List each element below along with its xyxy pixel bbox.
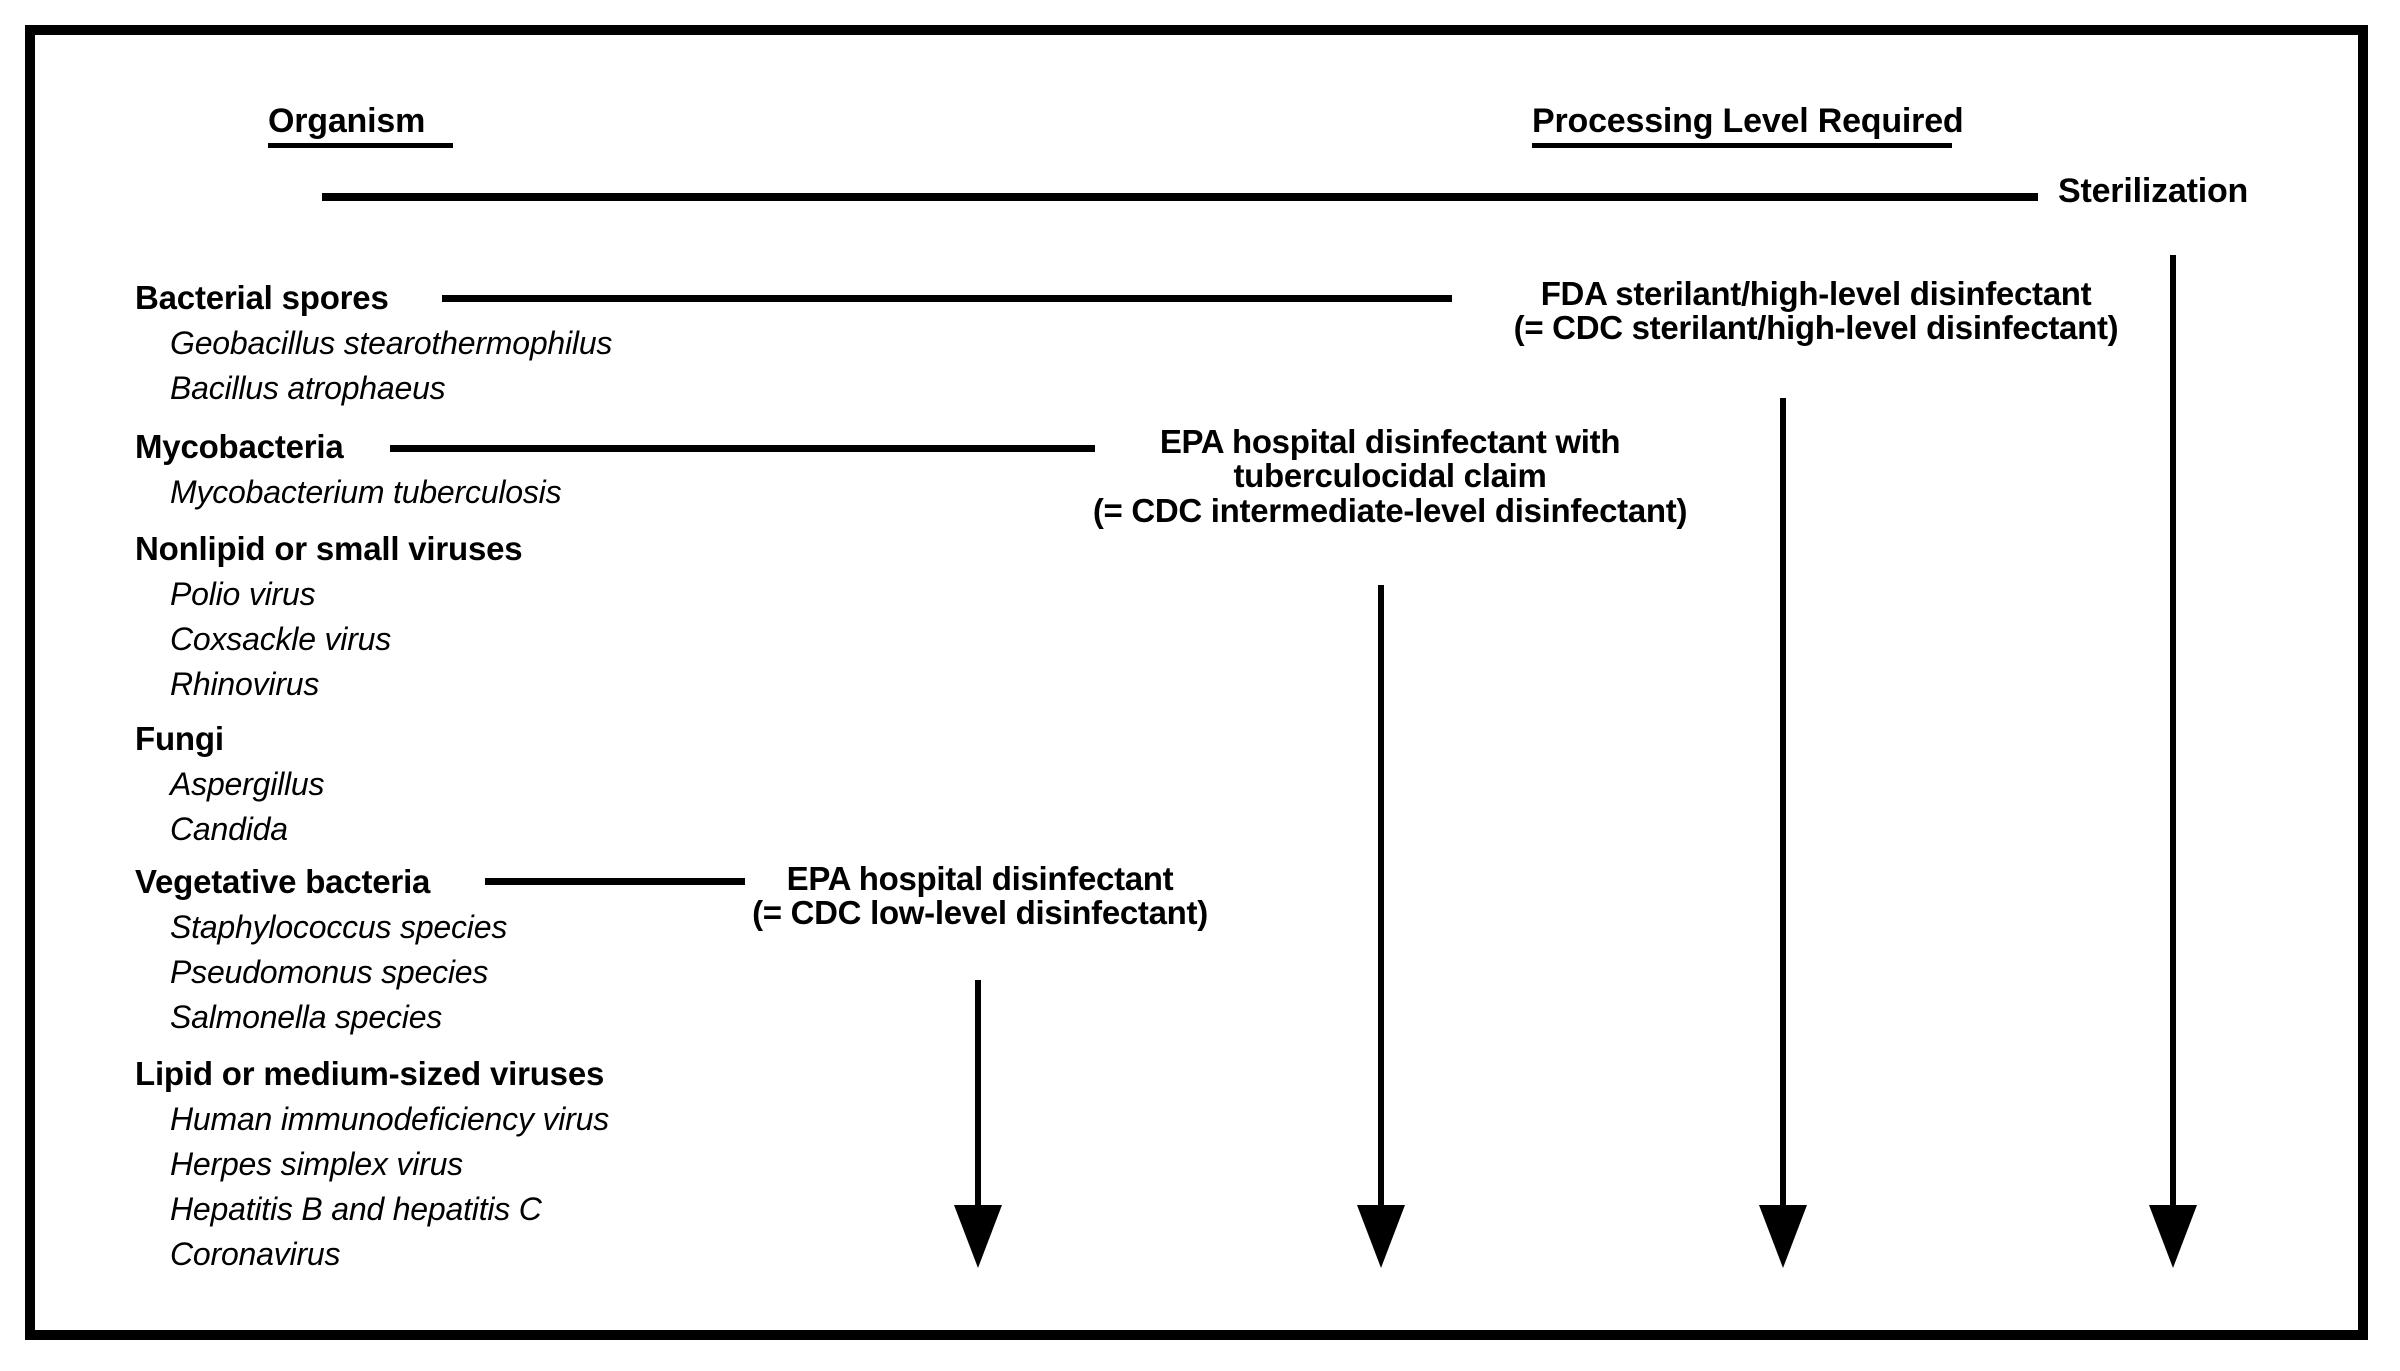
species-item: Geobacillus stearothermophilus (170, 325, 613, 361)
arrow-shaft-high-level (1780, 398, 1786, 1208)
connector-line-vegetative-bacteria (485, 878, 745, 885)
processing-level-line: (= CDC intermediate-level disinfectant) (1092, 491, 1688, 529)
organism-group-lipid-medium-viruses: Lipid or medium-sized viruses (135, 1055, 605, 1092)
species-item: Bacillus atrophaeus (170, 370, 446, 406)
column-header-processing-level: Processing Level Required (1532, 102, 1964, 140)
species-item: Herpes simplex virus (170, 1146, 463, 1182)
organism-group-nonlipid-small-viruses: Nonlipid or small viruses (135, 530, 523, 567)
species-item: Aspergillus (170, 766, 325, 802)
species-item: Rhinovirus (170, 666, 320, 702)
diagram-border-frame (25, 25, 2368, 1340)
arrow-shaft-intermediate-level (1378, 585, 1384, 1208)
arrow-head-high-level (1759, 1205, 1807, 1268)
species-item: Mycobacterium tuberculosis (170, 474, 562, 510)
processing-level-epa-low-level: EPA hospital disinfectant (= CDC low-lev… (700, 860, 1260, 932)
processing-level-sterilization: Sterilization (2058, 172, 2249, 210)
species-item: Polio virus (170, 576, 316, 612)
processing-level-line: (= CDC low-level disinfectant) (752, 894, 1208, 932)
processing-level-line: tuberculocidal claim (1233, 457, 1547, 495)
connector-line-bacterial-spores (442, 295, 1452, 302)
arrow-head-low-level (954, 1205, 1002, 1268)
arrow-head-sterilization (2149, 1205, 2197, 1268)
arrow-shaft-low-level (975, 980, 981, 1208)
column-header-processing-level-underline (1532, 143, 1952, 148)
arrow-head-intermediate-level (1357, 1205, 1405, 1268)
species-item: Staphylococcus species (170, 909, 508, 945)
organism-group-fungi: Fungi (135, 720, 224, 757)
species-item: Hepatitis B and hepatitis C (170, 1191, 542, 1227)
organism-group-mycobacteria: Mycobacteria (135, 428, 344, 465)
connector-line-sterilization (322, 193, 2038, 201)
processing-level-fda-sterilant-high-level: FDA sterilant/high-level disinfectant (=… (1466, 275, 2166, 347)
species-item: Salmonella species (170, 999, 443, 1035)
connector-line-mycobacteria (390, 445, 1095, 452)
column-header-organism-underline (268, 143, 453, 148)
species-item: Coronavirus (170, 1236, 341, 1272)
processing-level-line: FDA sterilant/high-level disinfectant (1540, 275, 2092, 312)
processing-level-epa-tuberculocidal: EPA hospital disinfectant with tuberculo… (1030, 423, 1750, 529)
species-item: Human immunodeficiency virus (170, 1101, 610, 1137)
arrow-shaft-sterilization (2170, 255, 2176, 1208)
column-header-organism: Organism (268, 102, 426, 140)
organism-group-vegetative-bacteria: Vegetative bacteria (135, 863, 431, 900)
processing-level-line: EPA hospital disinfectant (786, 860, 1174, 897)
species-item: Pseudomonus species (170, 954, 489, 990)
processing-level-line: EPA hospital disinfectant with (1159, 423, 1621, 460)
organism-group-bacterial-spores: Bacterial spores (135, 279, 389, 316)
species-item: Coxsackle virus (170, 621, 392, 657)
processing-level-line: (= CDC sterilant/high-level disinfectant… (1513, 309, 2119, 347)
species-item: Candida (170, 811, 288, 847)
